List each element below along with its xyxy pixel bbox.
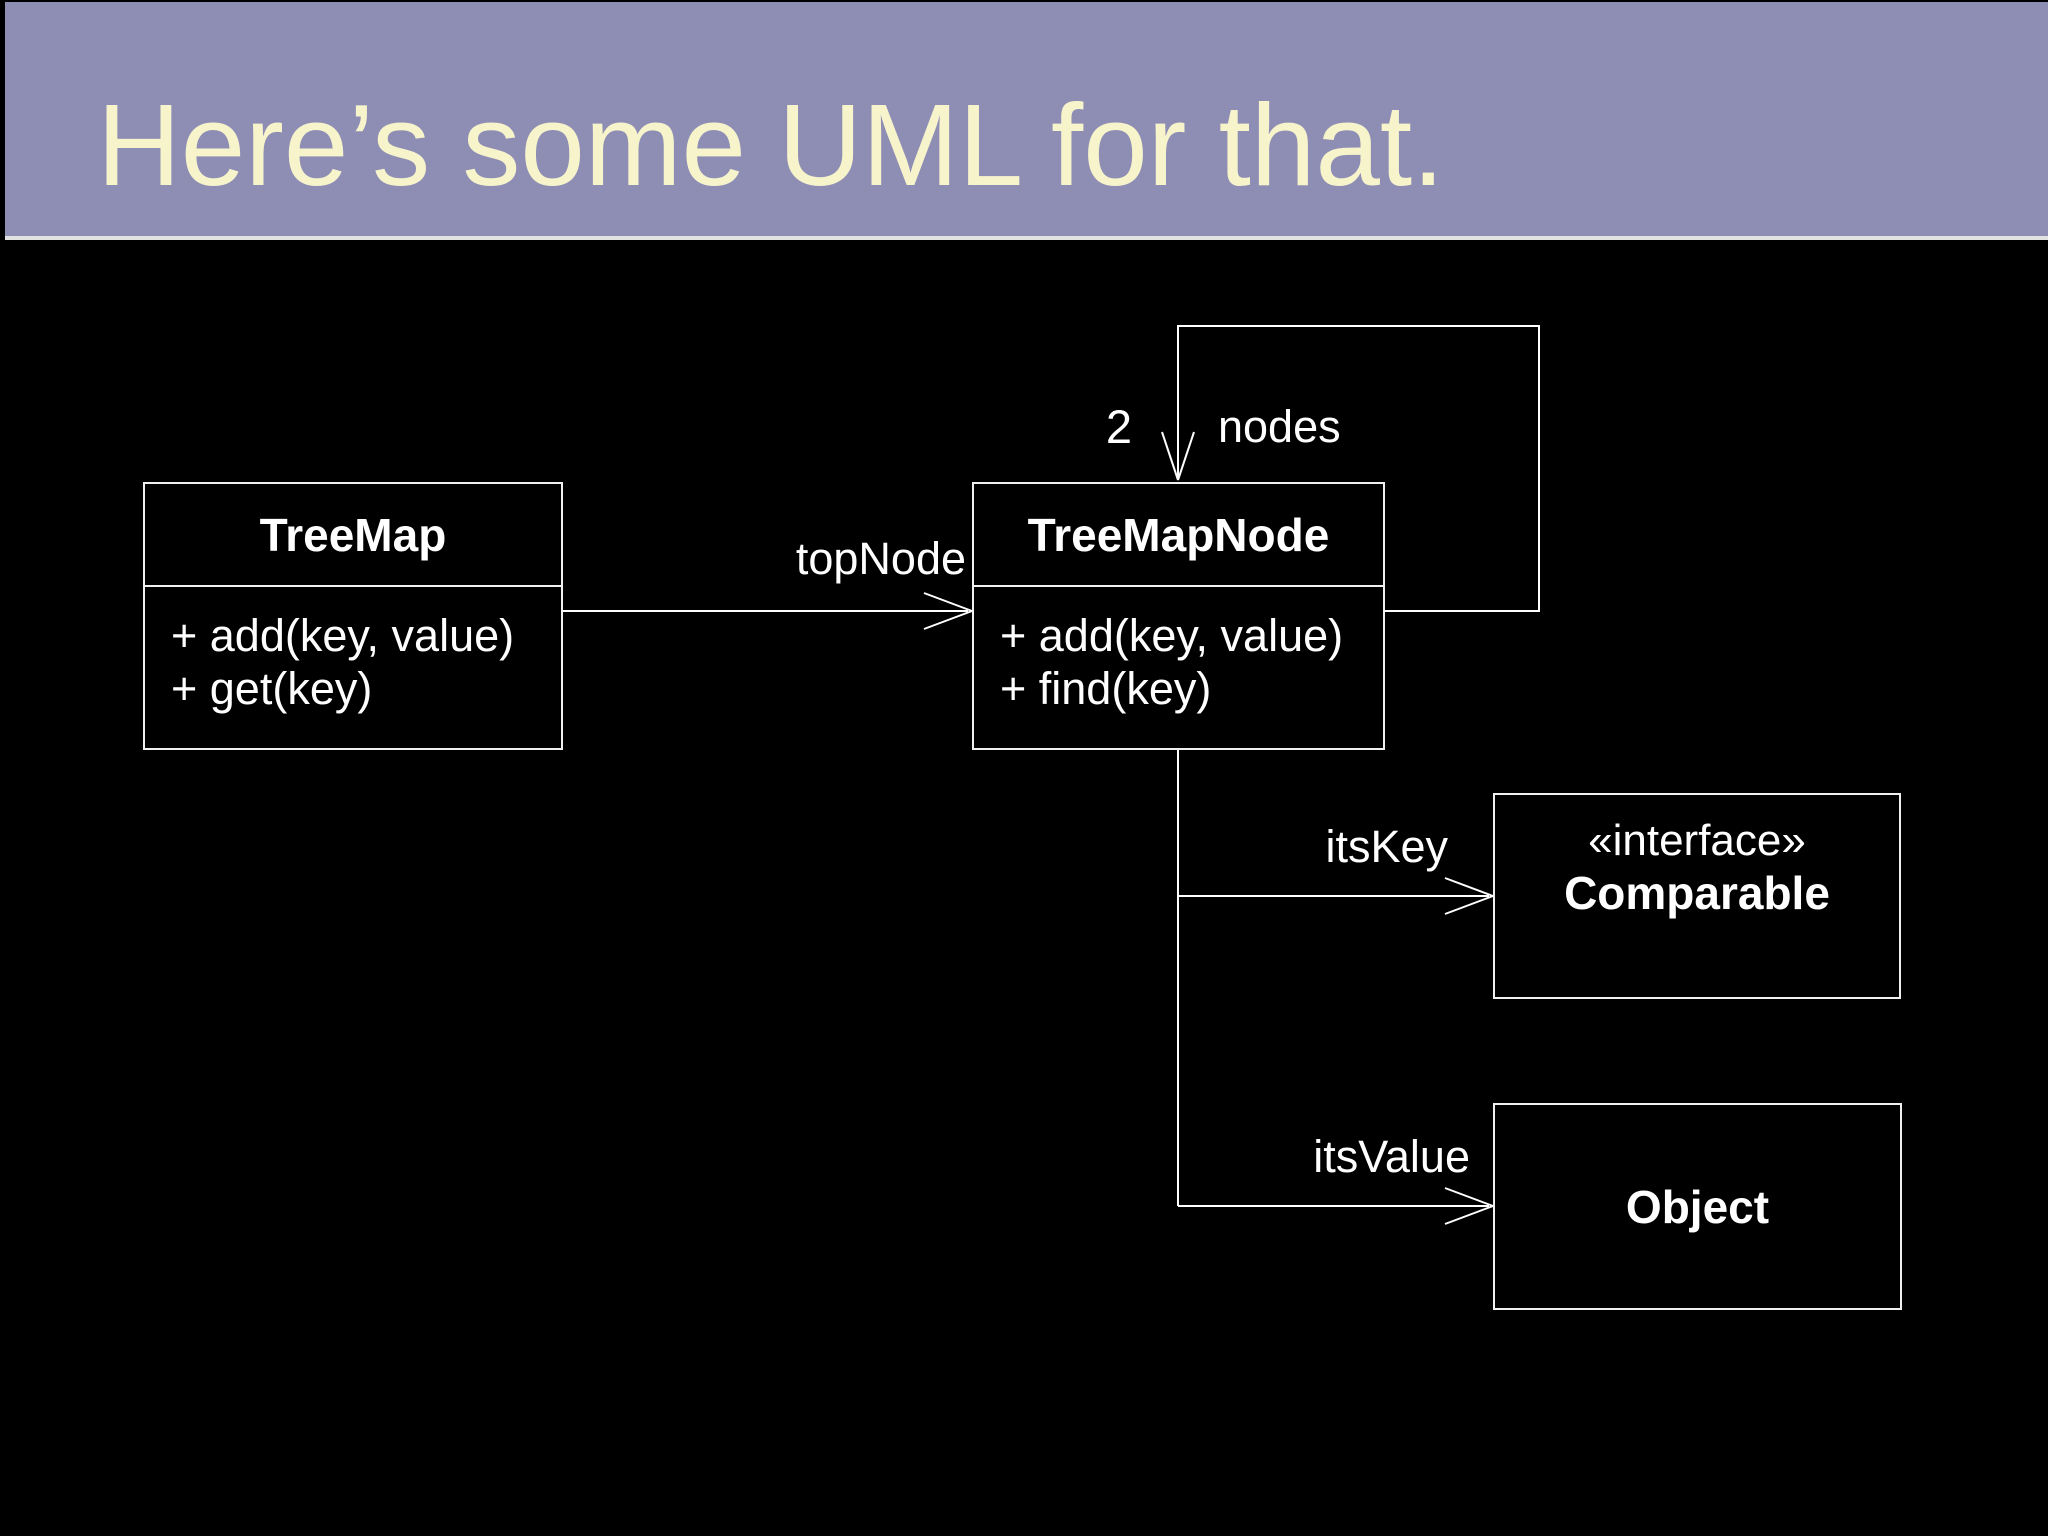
association-label-itskey: itsKey — [1325, 821, 1448, 872]
method-item: + find(key) — [1000, 663, 1212, 714]
association-itskey-line — [1178, 877, 1494, 915]
title-bar: Here’s some UML for that. — [5, 2, 2048, 240]
class-box-comparable: «interface» Comparable — [1493, 793, 1901, 999]
class-box-treemapnode: TreeMapNode + add(key, value) + find(key… — [972, 482, 1385, 750]
method-item: + get(key) — [171, 663, 373, 714]
class-name-object: Object — [1625, 1180, 1770, 1233]
stereotype-interface: «interface» — [1588, 816, 1806, 865]
class-box-object: Object — [1493, 1103, 1902, 1310]
association-label-nodes: nodes — [1218, 401, 1341, 452]
association-label-topnode: topNode — [795, 533, 966, 584]
methods-treemap: + add(key, value) + get(key) — [145, 587, 561, 715]
slide-title: Here’s some UML for that. — [97, 80, 1445, 210]
class-box-treemap: TreeMap + add(key, value) + get(key) — [143, 482, 563, 750]
association-label-itsvalue: itsValue — [1313, 1131, 1470, 1182]
method-item: + add(key, value) — [171, 610, 515, 661]
methods-treemapnode: + add(key, value) + find(key) — [974, 587, 1383, 715]
association-itsvalue-line — [1178, 1187, 1494, 1225]
association-topnode-line — [563, 592, 973, 630]
method-item: + add(key, value) — [1000, 610, 1344, 661]
association-nodes-self-loop — [1161, 325, 1540, 612]
class-name-treemapnode: TreeMapNode — [974, 484, 1383, 587]
class-name-treemap: TreeMap — [145, 484, 561, 587]
class-name-comparable: Comparable — [1564, 867, 1830, 919]
multiplicity-label: 2 — [1105, 400, 1133, 453]
